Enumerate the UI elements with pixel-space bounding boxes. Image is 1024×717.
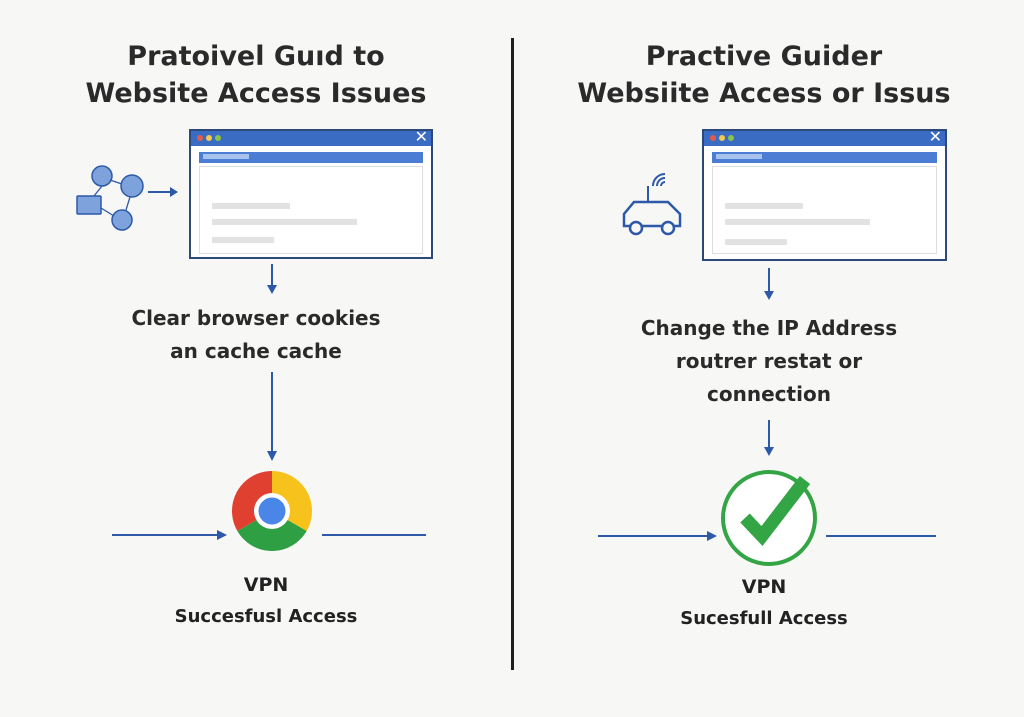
content-line <box>212 219 357 225</box>
right-footer: VPN Sucesfull Access <box>514 571 1014 635</box>
left-step-label: Clear browser cookies an cache cache <box>0 302 512 368</box>
window-dot-red <box>710 135 716 141</box>
left-footer: VPN Succesfusl Access <box>0 569 532 633</box>
address-text <box>716 154 762 159</box>
right-access-label: Sucesfull Access <box>680 608 848 629</box>
window-dot-yellow <box>206 135 212 141</box>
left-vpn-label: VPN <box>243 574 289 596</box>
right-title-line2: Websiite Access or Issus <box>577 78 951 109</box>
left-title-line2: Website Access Issues <box>85 78 427 109</box>
right-step-line2: routrer restat or <box>675 349 863 373</box>
right-step-label: Change the IP Address routrer restat or … <box>514 312 1024 411</box>
browser-content <box>199 166 423 254</box>
browser-content <box>712 166 937 254</box>
left-step-line1: Clear browser cookies <box>131 306 381 330</box>
content-line <box>725 239 787 245</box>
right-panel: Practive Guider Websiite Access or Issus… <box>514 0 1024 717</box>
left-step-line2: an cache cache <box>170 339 342 363</box>
right-title-line1: Practive Guider <box>645 41 883 72</box>
browser-window: ✕ <box>189 127 433 259</box>
car-wifi-icon <box>622 173 682 236</box>
arrow-down-icon <box>764 420 774 456</box>
content-line <box>725 203 803 209</box>
right-step-line1: Change the IP Address <box>640 316 898 340</box>
left-access-label: Succesfusl Access <box>174 606 358 627</box>
content-line <box>725 219 870 225</box>
left-title: Pratoivel Guıd to Website Access Issues <box>0 38 512 112</box>
browser-window: ✕ <box>702 127 947 261</box>
arrow-right-icon <box>598 531 717 541</box>
content-line <box>212 203 290 209</box>
window-dot-red <box>197 135 203 141</box>
arrow-down-icon <box>267 264 277 294</box>
network-nodes-icon <box>76 165 178 231</box>
window-dot-green <box>215 135 221 141</box>
content-line <box>212 237 274 243</box>
right-title: Practive Guider Websiite Access or Issus <box>514 38 1014 112</box>
close-icon[interactable]: ✕ <box>414 127 428 146</box>
checkmark-circle-icon <box>721 470 817 566</box>
browser-title-bar: ✕ <box>704 127 945 146</box>
browser-title-bar: ✕ <box>191 127 431 146</box>
center-divider <box>511 38 514 670</box>
connector-line <box>322 534 426 536</box>
connector-line <box>826 535 936 537</box>
window-dot-yellow <box>719 135 725 141</box>
left-title-line1: Pratoivel Guıd to <box>127 41 385 72</box>
arrow-right-icon <box>112 530 227 540</box>
arrow-down-icon <box>267 372 277 461</box>
window-dot-green <box>728 135 734 141</box>
arrow-down-icon <box>764 268 774 300</box>
close-icon[interactable]: ✕ <box>928 127 942 146</box>
address-bar[interactable] <box>199 152 423 163</box>
right-step-line3: connection <box>707 382 831 406</box>
right-vpn-label: VPN <box>741 576 787 598</box>
address-bar[interactable] <box>712 152 937 163</box>
chrome-logo-icon <box>232 471 312 551</box>
left-panel: Pratoivel Guıd to Website Access Issues … <box>0 38 512 627</box>
address-text <box>203 154 249 159</box>
